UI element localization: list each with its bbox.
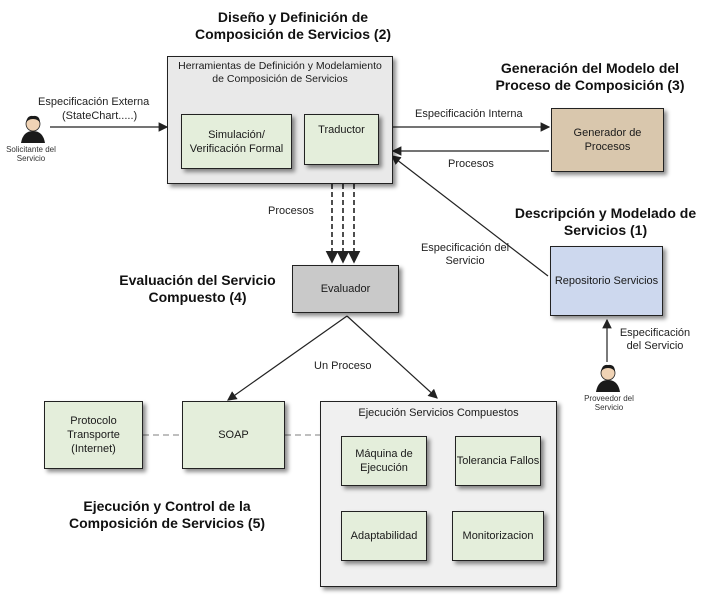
label-especificacion-servicio-bottom: Especificación del Servicio xyxy=(619,327,691,352)
repositorio-label: Repositorio Servicios xyxy=(554,275,659,287)
monitorizacion-label: Monitorizacion xyxy=(462,530,534,542)
simulacion-box: Simulación/ Verificación Formal xyxy=(181,114,292,169)
label-especificacion-interna: Especificación Interna xyxy=(415,108,523,120)
adaptabilidad-label: Adaptabilidad xyxy=(350,530,418,542)
arrow-repositorio-traductor xyxy=(391,155,549,277)
proveedor-icon xyxy=(593,362,623,392)
simulacion-label: Simulación/ Verificación Formal xyxy=(189,128,284,155)
proveedor-label: Proveedor del Servicio xyxy=(584,394,634,412)
arrow-evaluador-ejecucion xyxy=(346,315,438,399)
maquina-label: Máquina de Ejecución xyxy=(355,448,413,474)
title-generacion-modelo: Generación del Modelo del Proceso de Com… xyxy=(495,60,685,93)
arrow-evaluador-soap xyxy=(227,315,348,401)
label-especificacion-servicio-mid: Especificación del Servicio xyxy=(420,242,510,267)
solicitante-icon xyxy=(18,113,48,143)
label-procesos-left: Procesos xyxy=(268,205,314,217)
label-un-proceso: Un Proceso xyxy=(314,360,372,372)
solicitante-label: Solicitante del Servicio xyxy=(6,145,56,163)
title-ejecucion-control: Ejecución y Control de la Composición de… xyxy=(68,498,266,531)
traductor-label: Traductor xyxy=(318,124,365,136)
traductor-box: Traductor xyxy=(304,114,379,165)
evaluador-label: Evaluador xyxy=(320,283,371,295)
title-diseno-definicion: Diseño y Definición de Composición de Se… xyxy=(194,9,392,42)
soap-box: SOAP xyxy=(182,401,285,469)
ejecucion-label: Ejecución Servicios Compuestos xyxy=(358,407,519,419)
tolerancia-box: Tolerancia Fallos xyxy=(455,436,541,486)
title-descripcion-modelado: Descripción y Modelado de Servicios (1) xyxy=(514,205,697,238)
tolerancia-label: Tolerancia Fallos xyxy=(456,455,540,467)
label-especificacion-externa: Especificación Externa xyxy=(38,96,150,108)
repositorio-box: Repositorio Servicios xyxy=(550,246,663,316)
protocolo-box: Protocolo Transporte (Internet) xyxy=(44,401,143,469)
monitorizacion-box: Monitorizacion xyxy=(452,511,544,561)
title-evaluacion: Evaluación del Servicio Compuesto (4) xyxy=(119,272,276,305)
soap-label: SOAP xyxy=(218,429,249,441)
maquina-box: Máquina de Ejecución xyxy=(341,436,427,486)
adaptabilidad-box: Adaptabilidad xyxy=(341,511,427,561)
label-statechart: (StateChart.....) xyxy=(62,110,138,122)
herramientas-label: Herramientas de Definición y Modelamient… xyxy=(178,60,382,85)
label-procesos-right: Procesos xyxy=(448,158,494,170)
protocolo-label: Protocolo Transporte (Internet) xyxy=(67,415,120,455)
generador-box: Generador de Procesos xyxy=(551,108,664,172)
generador-label: Generador de Procesos xyxy=(573,127,642,153)
evaluador-box: Evaluador xyxy=(292,265,399,313)
